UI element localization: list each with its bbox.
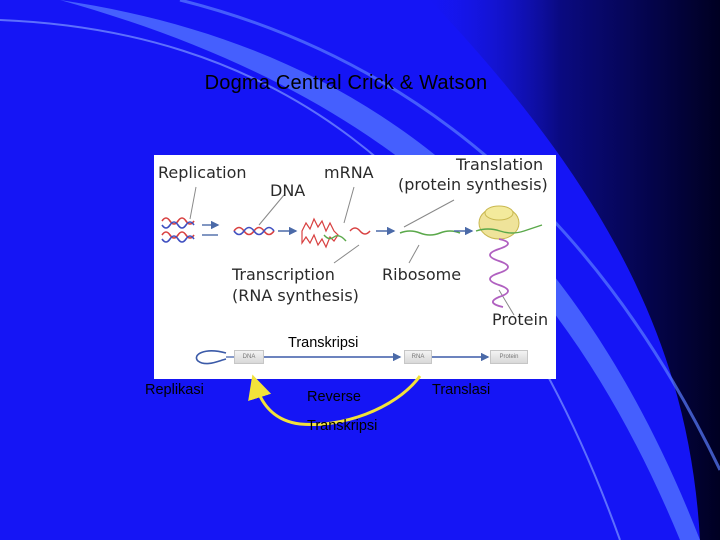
mrna-strand: [399, 230, 461, 236]
label-replikasi: Replikasi: [145, 382, 204, 398]
mini-flow-dna-box: DNA: [234, 350, 264, 364]
dna-strand-left-blue: [161, 221, 195, 229]
thin-sweep-curve: [0, 19, 621, 540]
leader-line-mrna: [343, 186, 355, 224]
mini-flow-loop: [195, 350, 227, 365]
dna-strand-left-blue-2: [161, 235, 195, 243]
mrna-through-ribosome: [475, 224, 543, 234]
leader-line-replication: [189, 186, 197, 220]
figure-graphics: [161, 186, 543, 365]
central-dogma-figure: Replication DNA mRNA Translation (protei…: [154, 155, 556, 379]
mini-flow-rna-box: RNA: [404, 350, 432, 364]
mini-flow-protein-box: Protein: [490, 350, 528, 364]
label-protein: Protein: [492, 310, 549, 329]
mrna-strand-middle: [323, 234, 347, 242]
label-reverse-transkripsi: Transkripsi: [307, 418, 378, 434]
leader-line-translation: [403, 199, 455, 228]
dark-right-panel: [430, 0, 720, 540]
transcription-bubble: [301, 217, 339, 249]
protein-chain: [489, 238, 509, 308]
label-translation: Translation: [456, 155, 544, 174]
slide-title: Dogma Central Crick & Watson: [204, 72, 488, 94]
label-transcription-sub: (RNA synthesis): [232, 286, 359, 305]
ribosome-small-subunit: [484, 205, 514, 221]
label-transkripsi: Transkripsi: [288, 335, 359, 351]
label-ribosome: Ribosome: [382, 265, 462, 284]
label-translasi: Translasi: [432, 382, 491, 398]
label-dna: DNA: [270, 181, 306, 200]
leader-line-ribosome: [408, 244, 420, 264]
label-mrna: mRNA: [324, 163, 374, 182]
label-replication: Replication: [158, 163, 247, 182]
dna-helix-after: [349, 227, 371, 235]
leader-line-dna: [258, 194, 285, 226]
dna-helix-blue: [233, 226, 275, 236]
label-transcription: Transcription: [232, 265, 335, 284]
leader-line-transcription: [333, 244, 360, 264]
label-reverse: Reverse: [307, 389, 361, 405]
label-translation-sub: (protein synthesis): [398, 175, 548, 194]
leader-line-protein: [498, 289, 515, 316]
